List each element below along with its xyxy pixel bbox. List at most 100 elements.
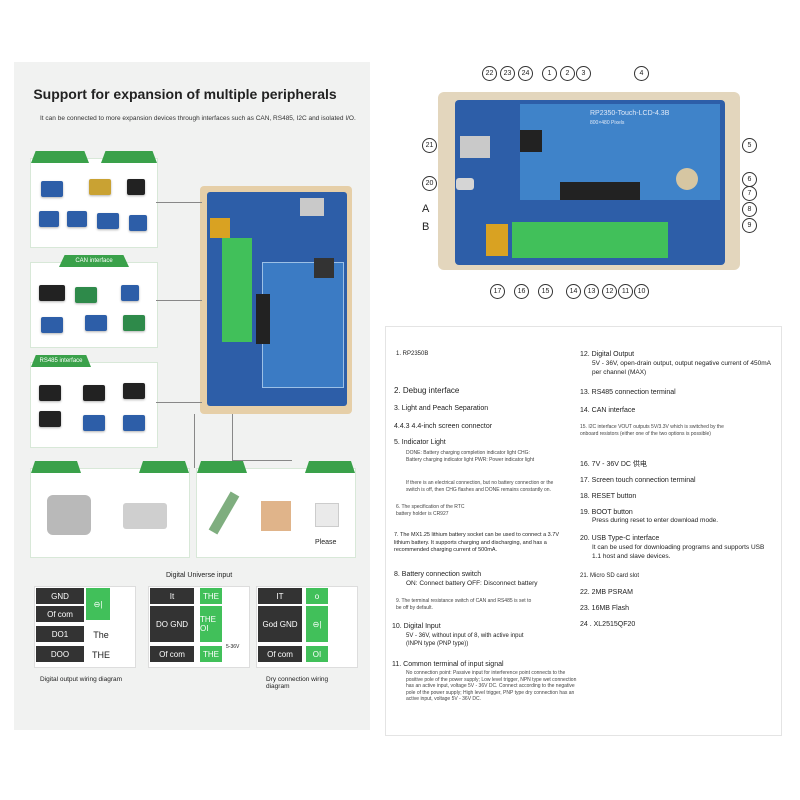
rs485-module-image	[83, 385, 105, 401]
i2c-module-image	[127, 179, 145, 195]
connector-line	[194, 414, 195, 468]
feature-sub: 5V - 36V, open-drain output, output nega…	[592, 360, 771, 376]
i2c-module-image	[67, 211, 87, 227]
feature-item: 16. 7V - 36V DC 供电	[580, 461, 647, 468]
category-tab	[139, 461, 189, 473]
rs485-module-image	[39, 411, 61, 427]
terminal-label: DO GND	[150, 606, 194, 642]
feature-detail: 6. The specification of the RTC battery …	[396, 504, 465, 517]
peripheral-category-rs485: RS485 interface	[30, 355, 158, 448]
feature-sub: No connection point: Passive input for i…	[406, 670, 577, 702]
connector-line	[232, 460, 292, 461]
feature-item: 14. CAN interface	[580, 407, 636, 414]
board-touch-connector	[210, 218, 230, 238]
terminal-label: Of com	[258, 646, 302, 662]
terminal-label: God GND	[258, 606, 302, 642]
terminal-label: Of com	[36, 606, 84, 622]
terminal-green: OI	[306, 646, 328, 662]
can-module-image	[39, 285, 65, 301]
peripheral-category-actuators	[30, 461, 190, 558]
connector-line	[156, 202, 202, 203]
peripheral-category-can: CAN interface	[30, 255, 158, 348]
rs485-module-image	[123, 415, 145, 431]
terminal-label: IT	[258, 588, 302, 604]
i2c-module-image	[39, 211, 59, 227]
feature-item: 12. Digital Output	[580, 351, 635, 358]
terminal-green: THE	[200, 646, 222, 662]
callout-letter: A	[422, 203, 430, 215]
feature-item: 1. RP2350B	[396, 351, 429, 357]
feature-item: 18. RESET button	[580, 493, 637, 500]
feature-sub: Press during reset to enter download mod…	[592, 517, 719, 524]
can-module-image	[123, 315, 145, 331]
board-sd-slot	[460, 136, 490, 158]
callout-number: 8	[742, 202, 757, 217]
callout-number: 15	[538, 284, 553, 299]
feature-item: 17. Screen touch connection terminal	[580, 477, 696, 484]
terminal-green: o	[306, 588, 328, 604]
terminal-green: ⊖|	[306, 606, 328, 642]
terminal-label: GND	[36, 588, 84, 604]
callout-number: 22	[482, 66, 497, 81]
terminal-green: ⊖|	[86, 588, 110, 620]
callout-number: 11	[618, 284, 633, 299]
callout-number: 5	[742, 138, 757, 153]
feature-item: 19. BOOT button	[580, 509, 633, 516]
feature-item: 24 . XL2515QF20	[580, 621, 636, 628]
i2c-module-image	[89, 179, 111, 195]
feature-item: 3. Light and Peach Separation	[394, 405, 489, 412]
terminal-label: DO1	[36, 626, 84, 642]
callout-number: 2	[560, 66, 575, 81]
callout-letter: B	[422, 221, 430, 233]
terminal-label: DOO	[36, 646, 84, 662]
category-tab	[31, 151, 89, 163]
board-lcd-connector	[262, 262, 344, 388]
callout-number: 1	[542, 66, 557, 81]
board-usb-c	[456, 178, 474, 190]
callout-number: 20	[422, 176, 437, 191]
callout-number: 10	[634, 284, 649, 299]
rs485-module-image	[83, 415, 105, 431]
voltage-label: 5-36V	[226, 644, 240, 650]
features-list-panel	[385, 326, 782, 736]
feature-item: 20. USB Type-C interface	[580, 535, 660, 542]
category-tab	[101, 151, 157, 163]
lcd-label: RP2350-Touch-LCD-4.3B	[590, 110, 670, 117]
i2c-module-image	[97, 213, 119, 229]
callout-number: 14	[566, 284, 581, 299]
feature-item: 22. 2MB PSRAM	[580, 589, 633, 596]
dry-contact-caption: Dry connection wiring diagram	[266, 676, 329, 690]
feature-item: 21. Micro SD card slot	[580, 573, 640, 579]
callout-number: 9	[742, 218, 757, 233]
sensor-tile-image	[315, 503, 339, 527]
left-title: Support for expansion of multiple periph…	[33, 86, 337, 102]
digital-input-title: Digital Universe input	[166, 572, 233, 579]
feature-sub: 5V - 36V, without input of 8, with activ…	[406, 633, 524, 647]
feature-sub: ON: Connect battery OFF: Disconnect batt…	[406, 580, 538, 587]
connector-line	[156, 300, 202, 301]
board-terminal-block	[512, 222, 668, 258]
feature-detail: 15. I2C interface VOUT outputs 5V/3.3V w…	[580, 424, 724, 437]
connector-line	[232, 414, 233, 460]
callout-number: 7	[742, 186, 757, 201]
feature-item: 11. Common terminal of input signal	[392, 661, 504, 668]
feature-item: 23. 16MB Flash	[580, 605, 630, 612]
terminal-green: THE	[200, 588, 222, 604]
feature-item: 4.4.3 4.4-inch screen connector	[394, 423, 493, 430]
peripheral-category-i2c	[30, 151, 158, 248]
i2c-module-image	[129, 215, 147, 231]
feature-detail: If there is an electrical connection, bu…	[406, 480, 554, 493]
can-interface-tab: CAN interface	[59, 255, 129, 267]
terminal-label: THE	[86, 648, 116, 662]
category-tab	[197, 461, 247, 473]
feature-item: 13. RS485 connection terminal	[580, 389, 676, 396]
lcd-label-sub: 800×480 Pixels	[590, 120, 625, 126]
please-label: Please	[315, 539, 337, 546]
terminal-label: Of com	[150, 646, 194, 662]
board-rtc-battery	[676, 168, 698, 190]
board-headers	[560, 182, 640, 200]
callout-number: 24	[518, 66, 533, 81]
digital-output-caption: Digital output wiring diagram	[40, 676, 123, 683]
callout-number: 13	[584, 284, 599, 299]
callout-number: 12	[602, 284, 617, 299]
